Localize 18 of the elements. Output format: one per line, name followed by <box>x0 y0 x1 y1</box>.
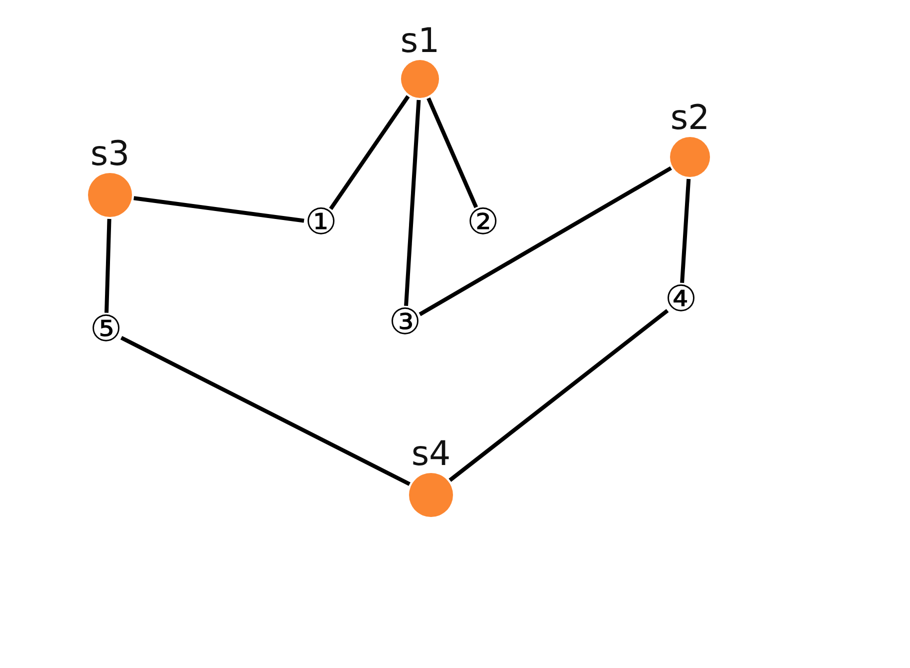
connector-line <box>104 218 112 313</box>
circled-number: ④ <box>664 282 698 318</box>
connector-line <box>426 97 478 208</box>
node-label: s1 <box>400 24 440 58</box>
connector-line <box>418 166 672 316</box>
circled-number: ① <box>304 205 338 241</box>
circled-number: ③ <box>388 305 422 341</box>
connector-line <box>329 95 410 210</box>
connector-line <box>134 196 304 223</box>
node-label: s3 <box>90 137 130 171</box>
connector-line <box>680 178 691 284</box>
connector-line <box>448 308 669 482</box>
circled-number: ⑤ <box>90 312 122 348</box>
node-label: s2 <box>670 101 710 135</box>
circled-number: ② <box>466 205 500 241</box>
node-label: s4 <box>411 437 451 471</box>
connector-line <box>120 336 410 486</box>
connector-line <box>404 100 421 306</box>
